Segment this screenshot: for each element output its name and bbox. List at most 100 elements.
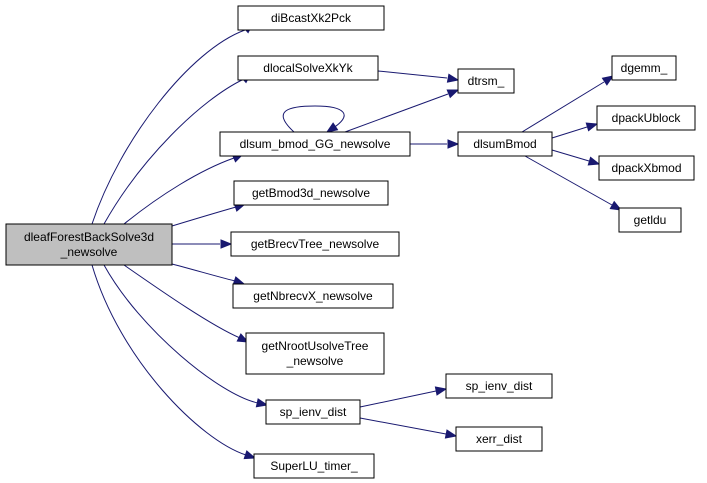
node-spienv2[interactable]: sp_ienv_dist — [445, 373, 553, 399]
node-spienv[interactable]: sp_ienv_dist — [265, 399, 361, 425]
edge-dlsumbmodgg-to-dlsumbmodgg — [282, 105, 345, 133]
node-getbmod3d[interactable]: getBmod3d_newsolve — [233, 180, 389, 206]
node-box[interactable] — [230, 231, 400, 257]
node-superlu[interactable]: SuperLU_timer_ — [253, 453, 375, 479]
arrowhead-icon — [446, 89, 460, 99]
node-label: _newsolve — [286, 354, 344, 368]
node-box[interactable] — [457, 131, 553, 157]
node-label: dpackXbmod — [611, 161, 681, 175]
edge-root-to-getnbrecv — [171, 263, 246, 286]
edge-line — [524, 155, 613, 206]
node-box[interactable] — [455, 426, 543, 452]
edge-dlsumbmod-to-getldu — [524, 155, 623, 211]
edge-root-to-getbmod3d — [171, 202, 247, 227]
node-label: getBmod3d_newsolve — [252, 186, 370, 200]
arrowhead-icon — [609, 200, 623, 211]
node-box[interactable] — [253, 453, 375, 479]
edge-spienv-to-xerr — [359, 417, 458, 439]
node-label: diBcastXk2Pck — [271, 11, 352, 25]
node-box[interactable] — [237, 55, 379, 81]
node-label: dgemm_ — [621, 61, 668, 75]
edge-line — [521, 81, 605, 133]
node-dpackublock[interactable]: dpackUblock — [596, 105, 696, 131]
edge-dlsumbmod-to-dpackxbmod — [551, 149, 601, 166]
node-box[interactable] — [445, 373, 553, 399]
node-box[interactable] — [598, 155, 695, 181]
edge-line — [123, 264, 241, 339]
nodes-layer: dleafForestBackSolve3d_newsolvediBcastXk… — [5, 5, 696, 479]
edge-line — [171, 206, 237, 227]
node-box[interactable] — [618, 207, 682, 233]
edge-root-to-superlu — [91, 264, 257, 460]
edge-dlsumbmodgg-to-dlsumbmod — [410, 139, 460, 149]
edge-dlsumbmodgg-to-dtrsm — [344, 89, 460, 133]
edge-line — [377, 70, 448, 79]
node-label: dlsumBmod — [473, 137, 536, 151]
node-box[interactable] — [5, 223, 173, 266]
node-dtrsm[interactable]: dtrsm_ — [457, 68, 515, 94]
edge-line — [123, 157, 235, 225]
node-dibcast[interactable]: diBcastXk2Pck — [237, 5, 385, 31]
edge-line — [103, 264, 259, 404]
edge-root-to-getnroot — [123, 264, 250, 343]
node-box[interactable] — [245, 332, 385, 375]
node-box[interactable] — [265, 399, 361, 425]
node-getbrecv[interactable]: getBrecvTree_newsolve — [230, 231, 400, 257]
edges-layer — [91, 22, 623, 460]
node-label: _newsolve — [60, 245, 118, 259]
edge-line — [551, 149, 590, 162]
edge-dlsumbmod-to-dgemm — [521, 75, 615, 133]
edge-root-to-spienv — [103, 264, 269, 408]
arrowhead-icon — [601, 75, 615, 86]
node-box[interactable] — [233, 180, 389, 206]
node-dlsumbmod[interactable]: dlsumBmod — [457, 131, 553, 157]
edge-line — [282, 105, 345, 133]
node-label: dlsum_bmod_GG_newsolve — [240, 137, 391, 151]
edge-line — [103, 78, 245, 225]
node-label: xerr_dist — [476, 432, 523, 446]
edge-line — [91, 264, 247, 456]
arrowhead-icon — [434, 386, 448, 396]
node-label: dpackUblock — [612, 111, 682, 125]
edge-line — [551, 126, 588, 139]
edge-root-to-getbrecv — [172, 239, 233, 249]
arrowhead-icon — [447, 139, 460, 149]
node-box[interactable] — [219, 131, 411, 157]
node-dlsumbmodgg[interactable]: dlsum_bmod_GG_newsolve — [219, 131, 411, 157]
edge-line — [359, 390, 437, 408]
node-dgemm[interactable]: dgemm_ — [611, 55, 677, 81]
node-box[interactable] — [611, 55, 677, 81]
arrowhead-icon — [325, 122, 339, 133]
node-getnbrecv[interactable]: getNbrecvX_newsolve — [232, 283, 394, 309]
node-xerr[interactable]: xerr_dist — [455, 426, 543, 452]
node-getnroot[interactable]: getNrootUsolveTree_newsolve — [245, 332, 385, 375]
node-box[interactable] — [237, 5, 385, 31]
arrowhead-icon — [585, 122, 599, 132]
node-box[interactable] — [457, 68, 515, 94]
node-label: sp_ienv_dist — [280, 405, 347, 419]
node-label: SuperLU_timer_ — [270, 459, 358, 473]
node-box[interactable] — [596, 105, 696, 131]
arrowhead-icon — [587, 156, 601, 166]
node-label: getNrootUsolveTree — [262, 339, 369, 353]
node-label: getNbrecvX_newsolve — [253, 289, 373, 303]
edge-line — [344, 93, 449, 133]
edge-line — [359, 417, 447, 435]
arrowhead-icon — [444, 429, 458, 439]
node-root[interactable]: dleafForestBackSolve3d_newsolve — [5, 223, 173, 266]
node-label: getldu — [634, 213, 667, 227]
arrowhead-icon — [243, 450, 257, 460]
node-box[interactable] — [232, 283, 394, 309]
node-label: dleafForestBackSolve3d — [24, 230, 154, 244]
arrowhead-icon — [220, 239, 233, 249]
edge-root-to-dlsumbmodgg — [123, 153, 245, 225]
edge-dlocalsolve-to-dtrsm — [377, 70, 460, 83]
node-dlocalsolve[interactable]: dlocalSolveXkYk — [237, 55, 379, 81]
arrowhead-icon — [446, 73, 460, 83]
node-dpackxbmod[interactable]: dpackXbmod — [598, 155, 695, 181]
node-getldu[interactable]: getldu — [618, 207, 682, 233]
edge-spienv-to-spienv2 — [359, 386, 448, 408]
edge-dlsumbmod-to-dpackublock — [551, 122, 599, 139]
node-label: dlocalSolveXkYk — [263, 61, 353, 75]
